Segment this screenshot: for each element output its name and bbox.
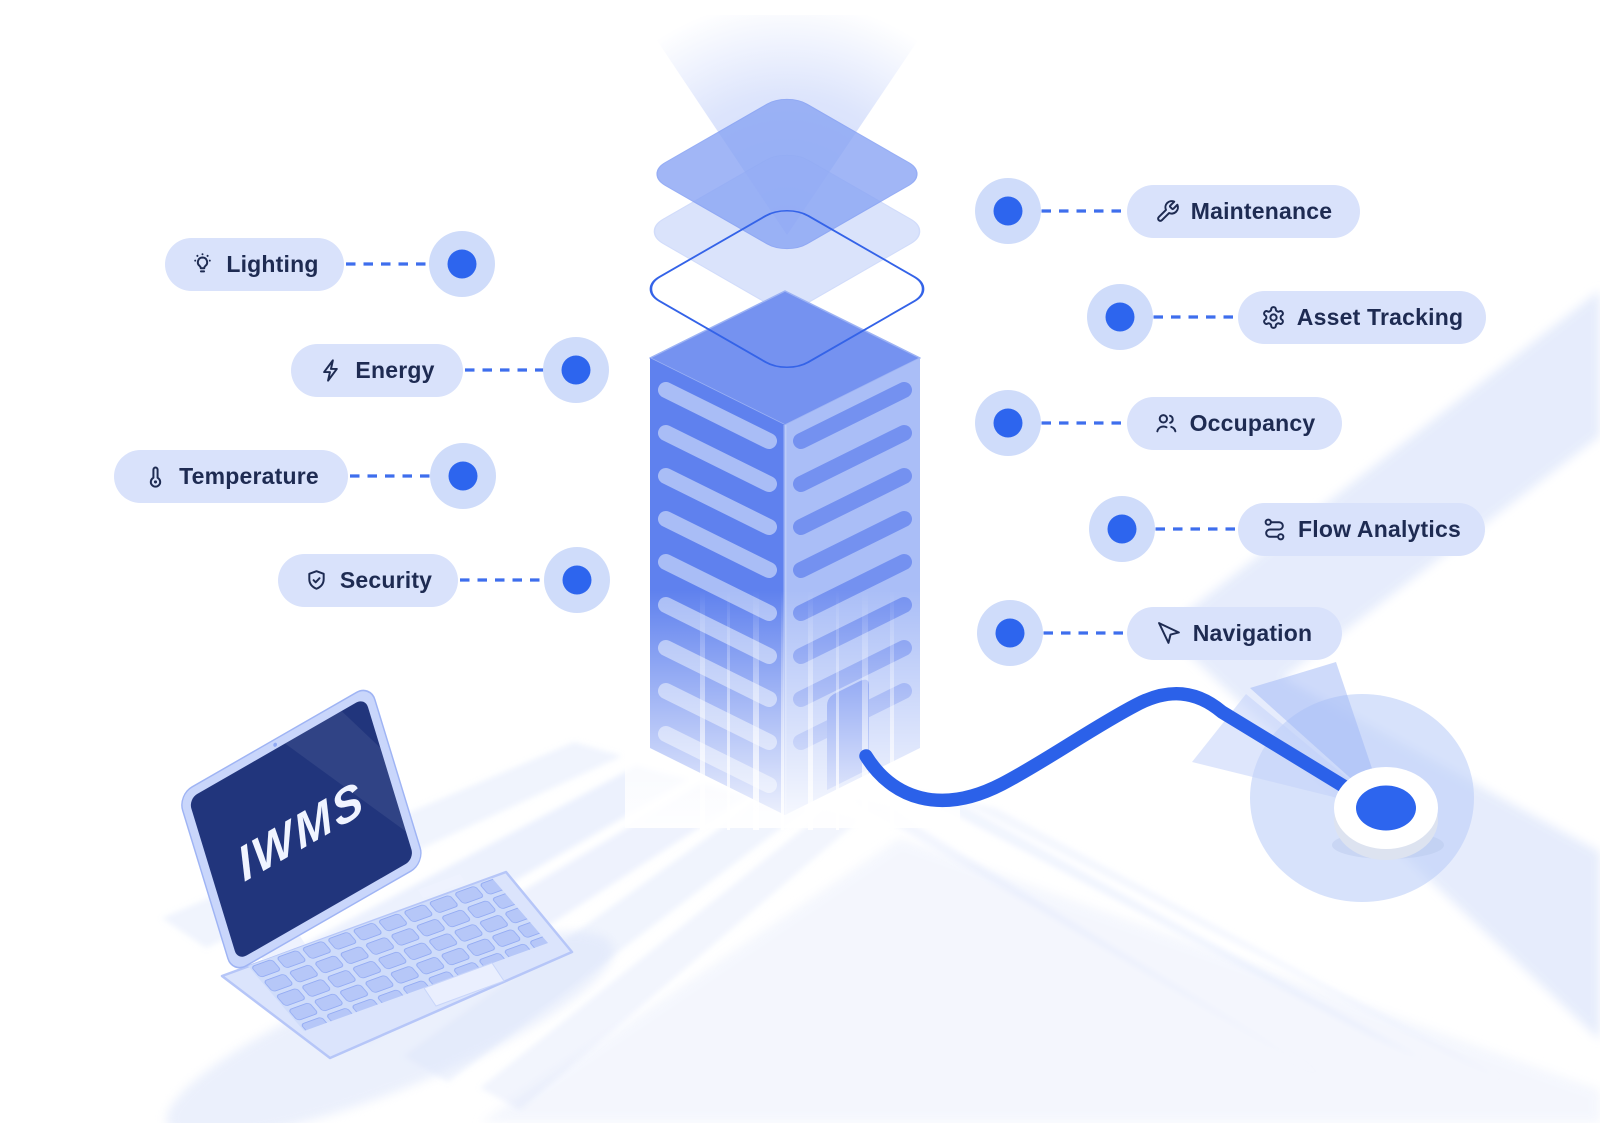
laptop: IWMS [166, 689, 614, 1123]
ground-wash [480, 838, 1600, 1123]
destination-marker [1332, 767, 1444, 860]
route-line [859, 687, 1393, 819]
route-icon [1262, 517, 1287, 542]
gear-icon [1261, 305, 1286, 330]
building-base-streaks [700, 590, 894, 830]
smart-building [625, 290, 960, 830]
feature-pill-asset-tracking: Asset Tracking [1238, 291, 1486, 344]
feature-pill-occupancy: Occupancy [1127, 397, 1342, 450]
feature-label: Asset Tracking [1296, 304, 1464, 330]
lightning-bolt-icon [319, 358, 344, 383]
laptop-trackpad [423, 962, 505, 1007]
lightbulb-icon [190, 252, 215, 277]
feature-label: Security [339, 567, 433, 593]
people-icon [1154, 411, 1179, 436]
feature-pill-maintenance: Maintenance [1127, 185, 1360, 238]
feature-pill-energy: Energy [291, 344, 463, 397]
floating-layers [653, 98, 921, 309]
feature-pill-flow-analytics: Flow Analytics [1238, 503, 1485, 556]
feature-pill-lighting: Lighting [165, 238, 344, 291]
navigation-arrow-icon [1157, 621, 1182, 646]
shield-check-icon [304, 568, 329, 593]
feature-label: Flow Analytics [1298, 516, 1461, 542]
feature-label: Temperature [179, 463, 319, 489]
feature-label: Navigation [1192, 620, 1313, 646]
feature-label: Occupancy [1189, 410, 1316, 436]
feature-label: Energy [355, 357, 435, 383]
connector-dots [429, 178, 1155, 666]
thermometer-icon [143, 464, 168, 489]
laptop-screen: IWMS [181, 689, 422, 969]
ground-streaks-right [852, 788, 1500, 1078]
wrench-icon [1155, 199, 1180, 224]
feature-pill-navigation: Navigation [1127, 607, 1342, 660]
road-band [1163, 290, 1600, 1040]
feature-pill-temperature: Temperature [114, 450, 348, 503]
feature-pill-security: Security [278, 554, 458, 607]
feature-label: Lighting [226, 251, 319, 277]
feature-label: Maintenance [1190, 198, 1333, 224]
scan-layer-outline [649, 210, 925, 368]
